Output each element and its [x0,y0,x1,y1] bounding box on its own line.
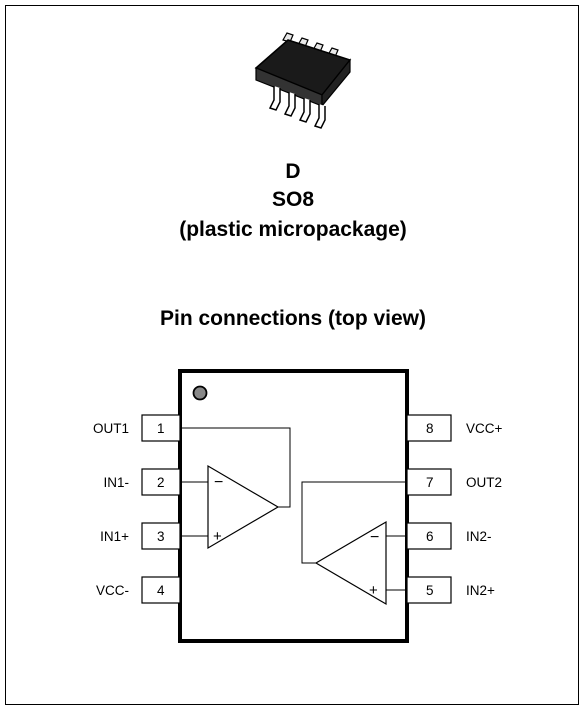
pin-label-6: IN2- [466,529,492,544]
package-code: D [285,160,301,183]
opamp-1-plus: + [213,528,222,545]
pin-number-5: 5 [426,583,434,598]
pin-number-7: 7 [426,475,434,490]
opamp-1-minus: − [214,474,223,491]
pin-label-4: VCC- [96,583,129,598]
pinout-heading: Pin connections (top view) [159,307,427,330]
package-description: (plastic micropackage) [179,218,407,241]
pin-box-5 [406,576,452,604]
pin-box-1 [141,414,181,442]
pin-label-3: IN1+ [100,529,129,544]
pin-label-5: IN2+ [466,583,495,598]
opamp-1 [207,464,280,550]
pin-number-4: 4 [157,583,165,598]
pin-box-8 [406,414,452,442]
opamp-2-minus: − [370,529,379,546]
pin-number-6: 6 [426,529,434,544]
pin-number-8: 8 [426,421,434,436]
pin-label-1: OUT1 [93,421,129,436]
pin-box-3 [141,522,181,550]
pin-label-7: OUT2 [466,475,502,490]
opamp-2 [314,520,387,606]
pin-number-3: 3 [157,529,165,544]
pin-label-2: IN1- [103,475,129,490]
pin-number-2: 2 [157,475,165,490]
pin-label-8: VCC+ [466,421,503,436]
package-name: SO8 [271,188,315,211]
pin-box-2 [141,468,181,496]
pin1-marker [192,385,208,401]
pin-box-4 [141,576,181,604]
opamp-2-plus: + [369,582,378,599]
pin-box-7 [406,468,452,496]
pin-number-1: 1 [157,421,165,436]
